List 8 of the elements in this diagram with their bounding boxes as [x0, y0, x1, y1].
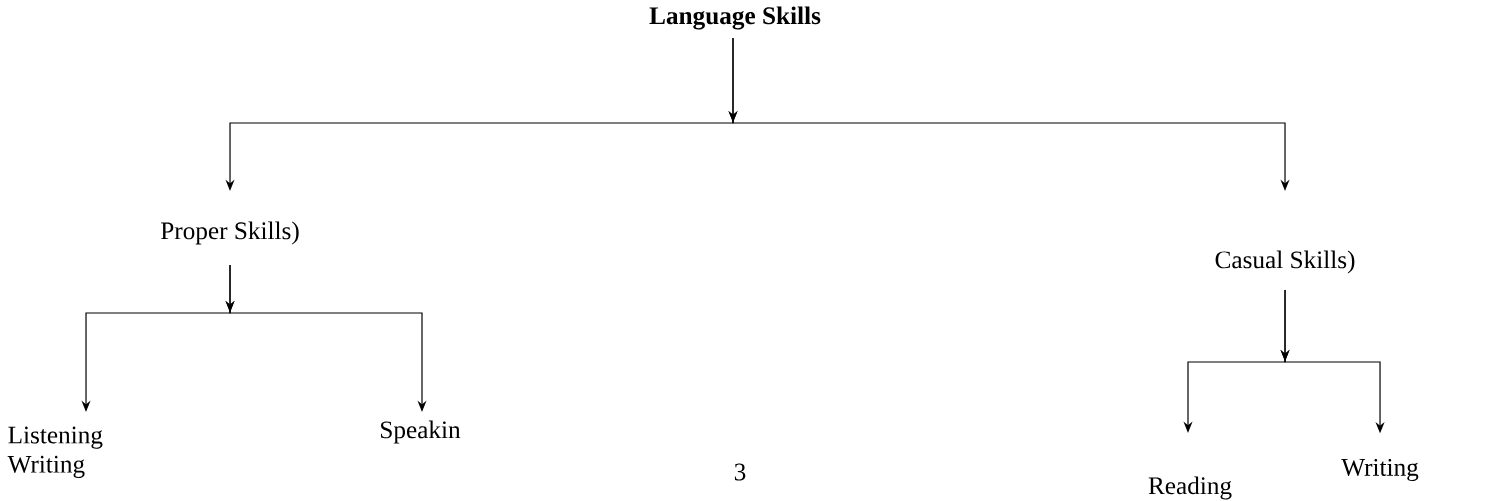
node-label: Writing — [1341, 458, 1419, 482]
node-label: Casual Skills) — [1215, 250, 1355, 274]
node-label: Proper Skills) — [161, 221, 299, 245]
heading: Language Skills — [649, 6, 821, 30]
page-number: 3 — [734, 463, 746, 481]
node-label: Reading — [1148, 476, 1232, 500]
node-label: Speakin — [381, 420, 461, 444]
node-label: Listening Writing — [7, 426, 103, 478]
